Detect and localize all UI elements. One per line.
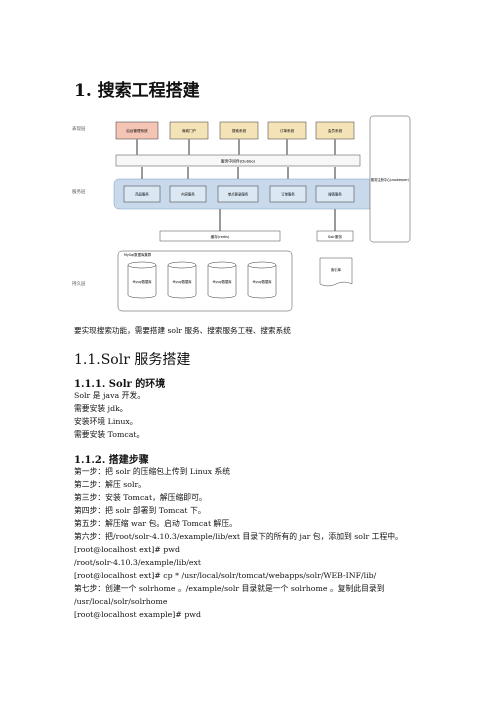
module-label: 会员系统 — [328, 128, 343, 133]
subsection-heading: 1.1.1. Solr 的环境 — [74, 379, 166, 390]
service-label: 内容服务 — [181, 192, 195, 197]
registry-label: 服务注册中心(zookeeper) — [371, 177, 409, 182]
db-label: Mysql数据库 — [253, 279, 273, 284]
subsection-heading: 1.1.2. 搭建步骤 — [74, 455, 149, 466]
db-cylinders — [127, 261, 277, 299]
service-box — [217, 185, 259, 203]
step-line: 第六步：把/root/solr-4.10.3/example/lib/ext 目… — [74, 532, 403, 541]
service-label: 单点登录服务 — [228, 192, 249, 197]
step-line: 第一步：把 solr 的压缩包上传到 Linux 系统 — [74, 467, 231, 476]
module-label: 后台管理系统 — [126, 128, 148, 133]
module-label: 商城门户 — [182, 128, 197, 133]
section-heading: 1.1.Solr 服务搭建 — [74, 352, 191, 368]
env-line: Solr 是 java 开发。 — [74, 391, 145, 400]
layer-label: 表现层 — [72, 125, 86, 132]
layer-label: 持久层 — [72, 280, 86, 287]
env-line: 需要安装 Tomcat。 — [74, 430, 145, 439]
flow-arrows — [136, 139, 336, 231]
service-box — [315, 185, 355, 203]
step-line: 第七步：创建一个 solrhome 。/example/solr 目录就是一个 … — [74, 584, 385, 593]
step-line: 第三步：安装 Tomcat，解压缩即可。 — [74, 493, 207, 502]
env-line: 安装环境 Linux。 — [74, 417, 138, 426]
solr-box — [316, 230, 354, 242]
command-line: [root@localhost ext]# cp * /usr/local/so… — [74, 571, 377, 580]
service-box — [269, 185, 307, 203]
command-line: [root@localhost example]# pwd — [74, 610, 201, 619]
service-label: 订单服务 — [281, 192, 295, 197]
page-title: 1. 搜索工程搭建 — [74, 81, 200, 101]
service-label: 商品服务 — [135, 192, 149, 197]
cache-box — [159, 230, 281, 242]
step-line: 第五步：解压缩 war 包。启动 Tomcat 解压。 — [74, 519, 237, 528]
solr-label: Solr服务 — [328, 234, 343, 239]
architecture-diagram: 表现层 服务层 持久层 后台管理系统 商城门户 搜索系统 订单系统 会员系统 服… — [72, 115, 411, 312]
layer-label: 服务层 — [72, 188, 86, 195]
db-label: Mysql数据库 — [133, 279, 153, 284]
service-box — [123, 185, 161, 203]
diagram-caption: 要实现搜索功能，需要搭建 solr 服务、搜索服务工程、搜索系统 — [74, 326, 291, 335]
command-line: [root@localhost ext]# pwd — [74, 545, 180, 554]
command-line: /usr/local/solr/solrhome — [74, 597, 168, 606]
module-label: 搜索系统 — [232, 128, 247, 133]
module-label: 订单系统 — [280, 128, 295, 133]
dubbo-label: 服务中间件(Dubbo) — [221, 159, 256, 164]
db-label: Mysql数据库 — [173, 279, 193, 284]
step-line: 第二步：解压 solr。 — [74, 480, 146, 489]
command-line: /root/solr-4.10.3/example/lib/ext — [74, 558, 202, 567]
db-group-label: MySql数据库集群 — [124, 252, 152, 257]
index-doc-shape — [319, 257, 353, 287]
registry-box — [369, 115, 411, 243]
env-line: 需要安装 jdk。 — [74, 404, 128, 413]
cache-label: 缓存(redis) — [211, 234, 230, 239]
service-label: 搜索服务 — [328, 192, 342, 197]
index-doc-label: 索引库 — [331, 267, 342, 272]
service-box — [169, 185, 207, 203]
step-line: 第四步：把 solr 部署到 Tomcat 下。 — [74, 506, 206, 515]
db-label: Mysql数据库 — [213, 279, 233, 284]
